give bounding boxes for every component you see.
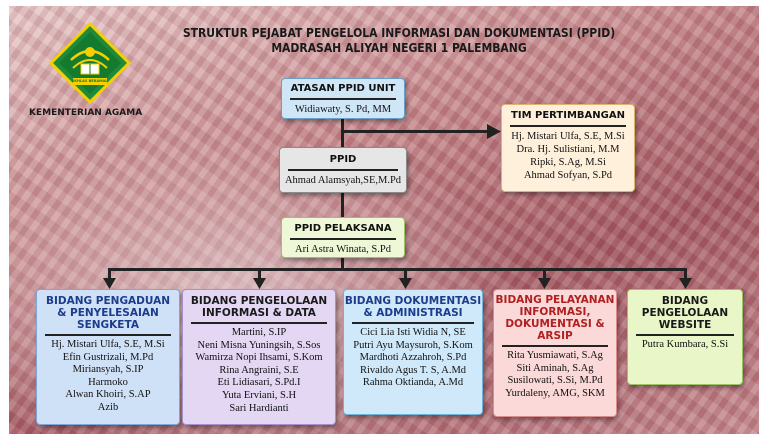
- bidang-4-title-line: ARSIP: [537, 330, 573, 342]
- bidang-1-member: Hj. Mistari Ulfa, S.E, M.Si: [51, 339, 165, 350]
- bidang-5-title-line: WEBSITE: [658, 319, 712, 331]
- bidang-3-member: Rivaldo Agus T. S, A.Md: [359, 364, 467, 376]
- tim-title: TIM PERTIMBANGAN: [511, 110, 625, 121]
- bidang-3-member: Rahma Oktianda, A.Md: [362, 377, 464, 389]
- bidang-1-member: Harmoko: [88, 376, 128, 388]
- bidang-pelayanan-box: BIDANG PELAYANAN INFORMASI, DOKUMENTASI …: [493, 289, 617, 417]
- arrow-to-bidang-2: [253, 278, 266, 289]
- chart-title: STRUKTUR PEJABAT PENGELOLA INFORMASI DAN…: [182, 26, 616, 40]
- bidang-2-member: Wamirza Nopi Ihsami, S.Kom: [195, 352, 323, 364]
- kemenag-logo: IKHLAS BERAMAL: [48, 21, 132, 105]
- arrow-to-bidang-5: [679, 278, 692, 289]
- ppid-title: PPID: [329, 154, 357, 165]
- connector-atasan-ppid: [341, 118, 344, 148]
- connector-horizontal-bus: [109, 268, 686, 271]
- bidang-1-title-line: & PENYELESAIAN: [57, 307, 159, 319]
- bidang-2-member: Eti Lidiasari, S.Pd.I: [217, 377, 301, 389]
- arrow-to-bidang-1: [103, 278, 116, 289]
- bidang-5-member: Putra Kumbara, S.Si: [641, 339, 729, 350]
- atasan-ppid-box: ATASAN PPID UNIT Widiawaty, S. Pd, MM: [281, 78, 405, 119]
- bidang-2-member: Yuta Erviani, S.H: [221, 389, 297, 401]
- bidang-4-member: Yurdaleny, AMG, SKM: [505, 387, 605, 399]
- pelaksana-title: PPID PELAKSANA: [294, 223, 392, 234]
- bidang-5-divider: [636, 334, 734, 336]
- bidang-1-member: Miriansyah, S.IP: [72, 364, 144, 376]
- arrow-to-bidang-4: [538, 278, 551, 289]
- bidang-2-member: Rina Angraini, S.E: [219, 364, 299, 376]
- bidang-pengaduan-box: BIDANG PENGADUAN & PENYELESAIAN SENGKETA…: [36, 289, 180, 425]
- atasan-divider: [290, 98, 396, 100]
- bidang-4-title-line: INFORMASI,: [519, 306, 591, 318]
- bidang-1-member: Azib: [97, 401, 119, 413]
- atasan-name: Widiawaty, S. Pd, MM: [294, 104, 392, 115]
- bidang-4-member: Susilowati, S.Si, M.Pd: [507, 375, 603, 387]
- bidang-4-title-line: DOKUMENTASI &: [505, 318, 605, 330]
- bidang-1-member: Efin Gustrizali, M.Pd: [62, 351, 154, 363]
- connector-drop-5: [684, 268, 687, 280]
- bidang-1-title-line: BIDANG PENGADUAN: [45, 295, 171, 307]
- arrow-to-bidang-3: [399, 278, 412, 289]
- bidang-5-title-line: BIDANG: [661, 295, 709, 307]
- tim-member: Dra. Hj. Sulistiani, M.M: [516, 144, 620, 155]
- bidang-5-title-line: PENGELOLAAN: [641, 307, 729, 319]
- ppid-pelaksana-box: PPID PELAKSANA Ari Astra Winata, S.Pd: [281, 217, 405, 258]
- bidang-2-member: Martini, S.IP: [231, 327, 287, 338]
- ppid-divider: [288, 169, 398, 171]
- bidang-2-member: Sari Hardianti: [229, 402, 289, 414]
- logo-motto: IKHLAS BERAMAL: [73, 79, 107, 83]
- bidang-pengelolaan-informasi-box: BIDANG PENGELOLAAN INFORMASI & DATA Mart…: [182, 289, 336, 425]
- connector-drop-3: [404, 268, 407, 280]
- tim-pertimbangan-box: TIM PERTIMBANGAN Hj. Mistari Ulfa, S.E, …: [501, 104, 635, 192]
- chart-subtitle: MADRASAH ALIYAH NEGERI 1 PALEMBANG: [271, 41, 527, 55]
- connector-drop-2: [258, 268, 261, 280]
- bidang-3-member: Cici Lia Isti Widia N, SE: [360, 327, 466, 338]
- connector-drop-4: [543, 268, 546, 280]
- bidang-2-member: Neni Misna Yuningsih, S.Sos: [197, 339, 321, 351]
- arrow-to-tim: [487, 124, 501, 139]
- bidang-3-member: Mardhoti Azzahroh, S.Pd: [359, 352, 467, 364]
- bidang-1-title-line: SENGKETA: [77, 319, 139, 331]
- bidang-2-title-line: INFORMASI & DATA: [202, 307, 316, 319]
- bidang-4-member: Siti Aminah, S.Ag: [516, 362, 594, 374]
- atasan-title: ATASAN PPID UNIT: [290, 83, 396, 94]
- bidang-1-member: Alwan Khoiri, S.AP: [65, 389, 151, 401]
- bidang-2-title-line: BIDANG PENGELOLAAN: [190, 295, 328, 307]
- bidang-4-member: Rita Yusmiawati, S.Ag: [507, 350, 603, 361]
- logo-caption: KEMENTERIAN AGAMA: [29, 108, 143, 118]
- bidang-3-member: Putri Ayu Maysuroh, S.Kom: [353, 339, 473, 351]
- bidang-website-box: BIDANG PENGELOLAAN WEBSITE Putra Kumbara…: [627, 289, 743, 385]
- tim-member: Ahmad Sofyan, S.Pd: [523, 170, 613, 181]
- tim-member: Hj. Mistari Ulfa, S.E, M.Si: [511, 131, 625, 142]
- pelaksana-name: Ari Astra Winata, S.Pd: [295, 244, 391, 255]
- bidang-3-title-line: & ADMINISTRASI: [363, 307, 463, 319]
- kemenag-logo-icon: [48, 21, 132, 105]
- bidang-2-divider: [191, 322, 327, 324]
- connector-to-tim: [341, 130, 491, 133]
- ppid-name: Ahmad Alamsyah,SE,M.Pd: [284, 175, 402, 186]
- connector-ppid-pelaksana: [341, 192, 344, 218]
- ppid-box: PPID Ahmad Alamsyah,SE,M.Pd: [279, 147, 407, 193]
- bidang-dokumentasi-box: BIDANG DOKUMENTASI & ADMINISTRASI Cici L…: [343, 289, 483, 415]
- tim-member: Ripki, S.Ag, M.Si: [530, 157, 606, 168]
- bidang-4-title-line: BIDANG PELAYANAN: [495, 294, 615, 306]
- bidang-4-divider: [502, 345, 608, 347]
- bidang-3-divider: [352, 322, 474, 324]
- connector-drop-1: [108, 268, 111, 280]
- tim-divider: [510, 125, 626, 127]
- org-chart-canvas: IKHLAS BERAMAL KEMENTERIAN AGAMA STRUKTU…: [9, 6, 759, 434]
- bidang-3-title-line: BIDANG DOKUMENTASI: [344, 295, 482, 307]
- pelaksana-divider: [290, 238, 396, 240]
- connector-pelaksana-bus: [341, 257, 344, 269]
- bidang-1-divider: [45, 334, 171, 336]
